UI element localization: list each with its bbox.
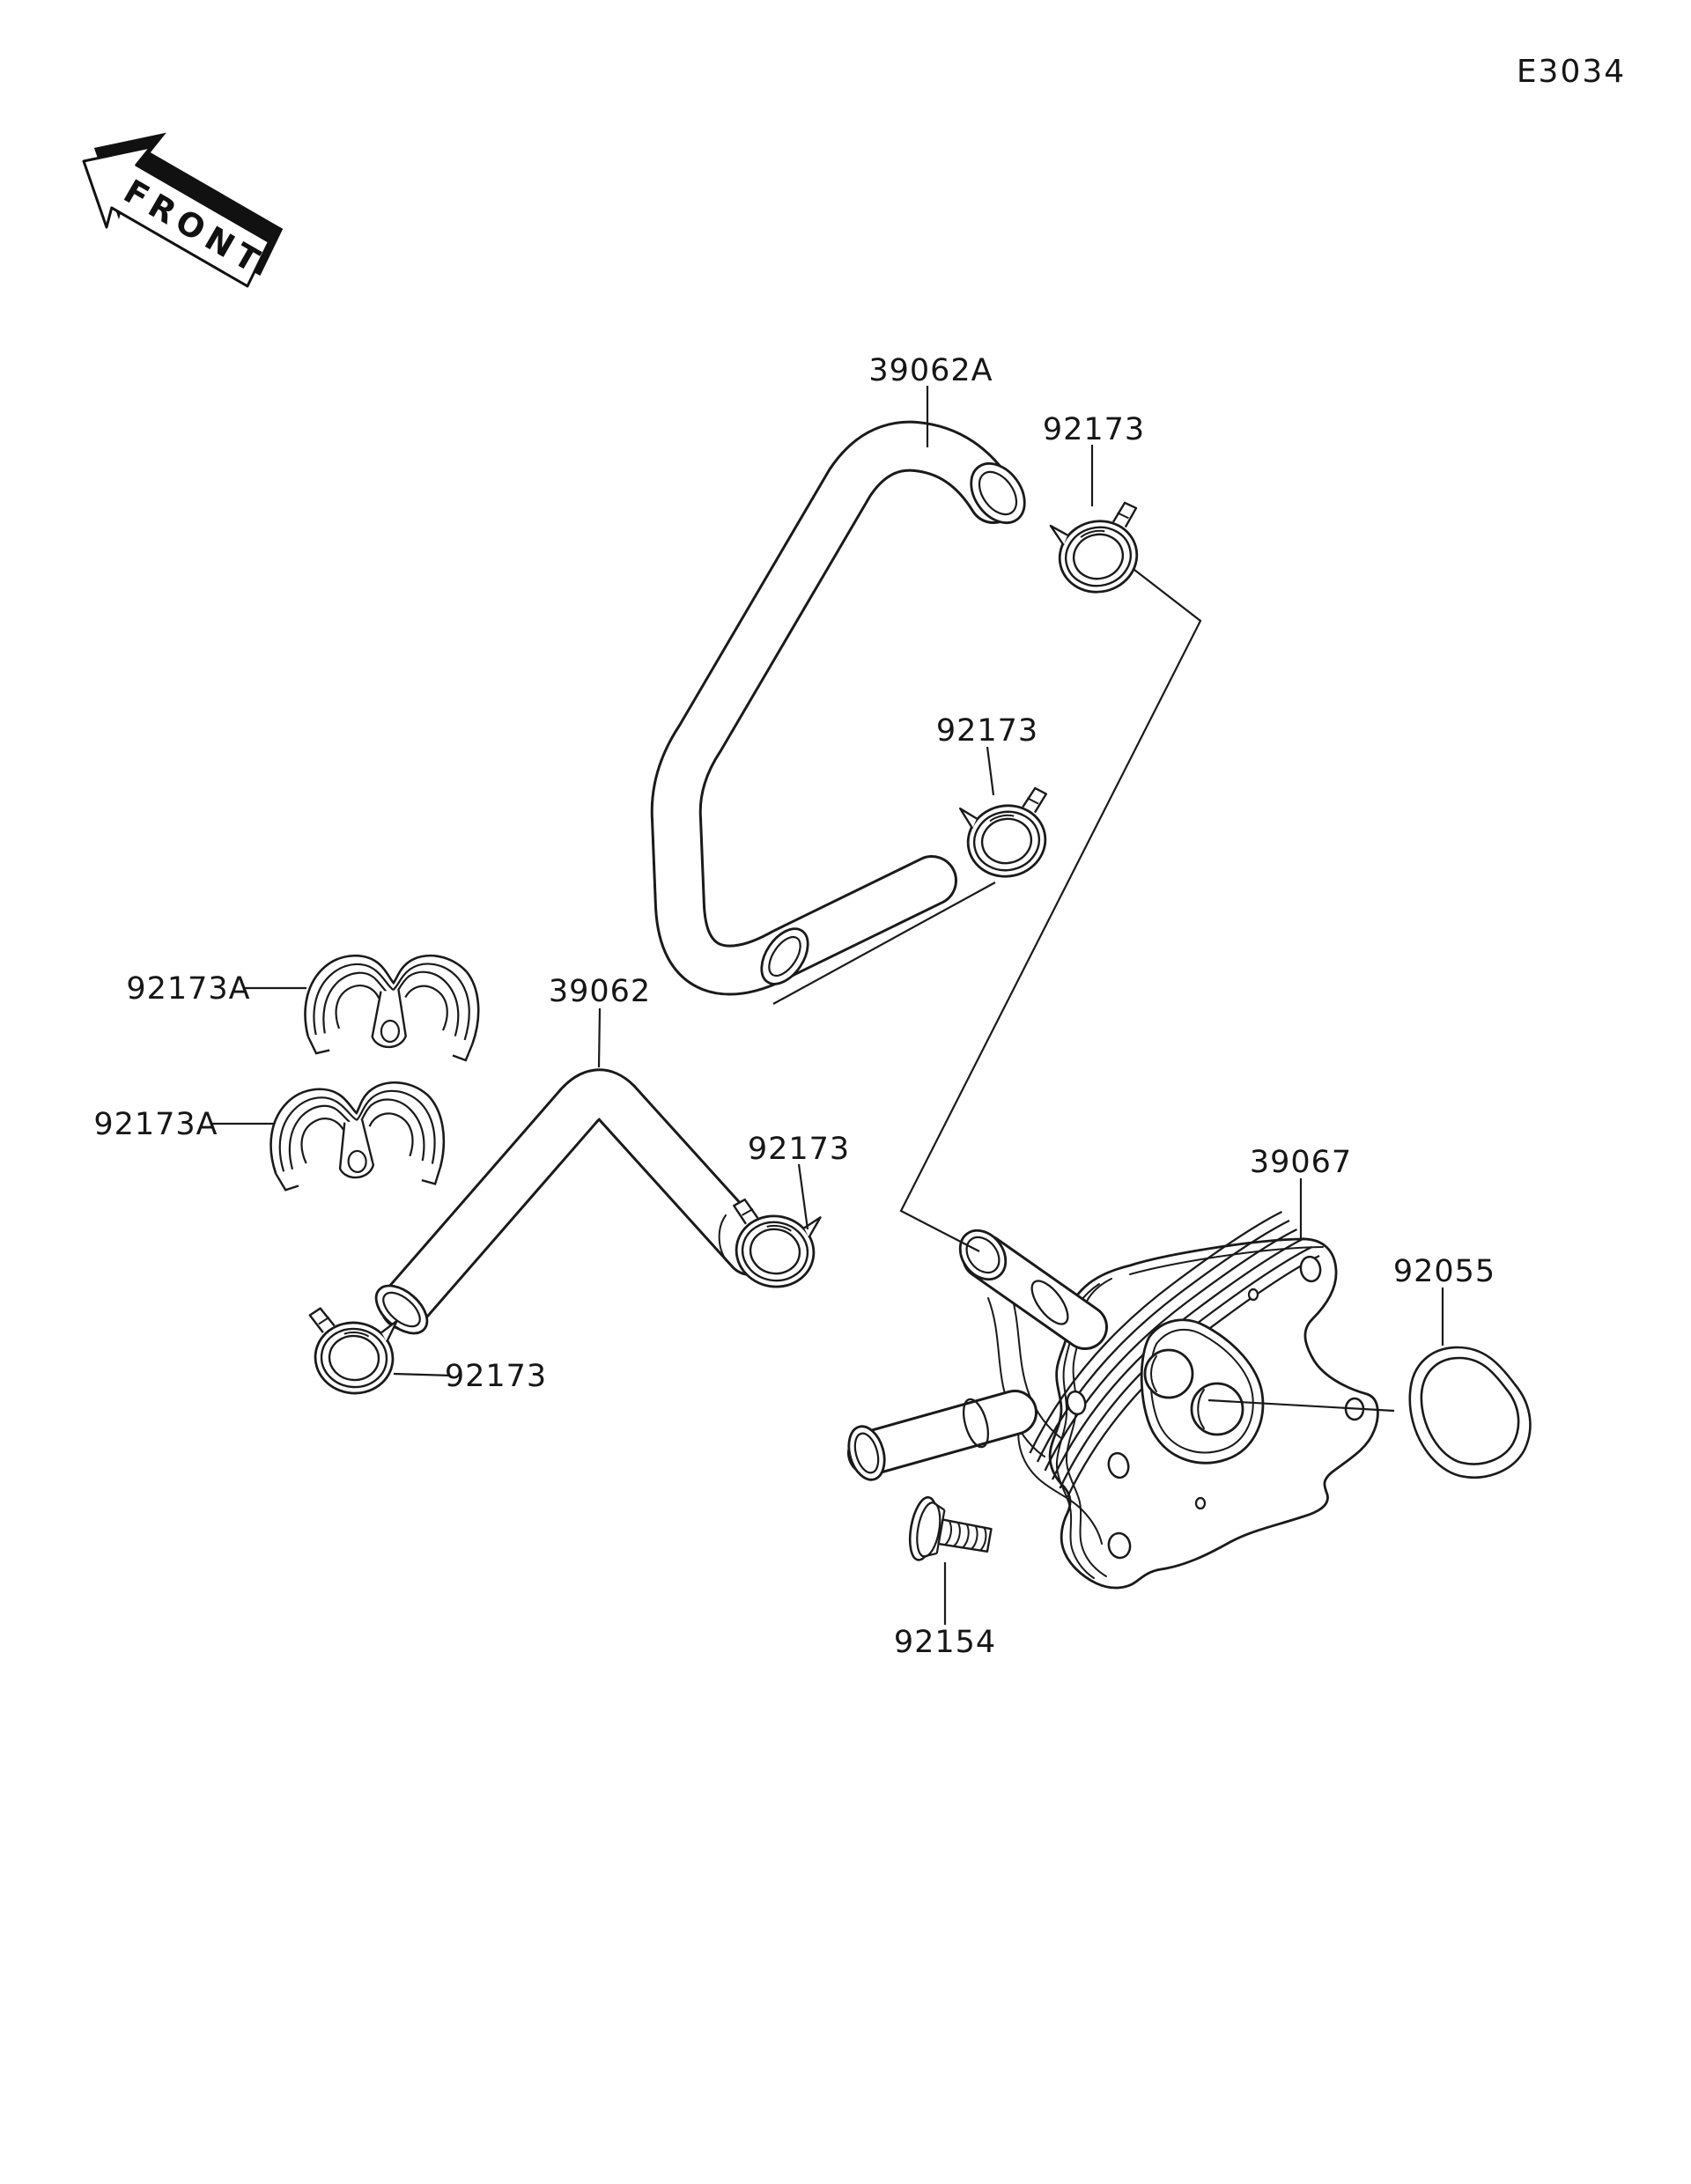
cooler-oil-port-hole [1143, 1348, 1194, 1399]
diagram-code: E3034 [1517, 54, 1626, 90]
leader-line [772, 882, 996, 1005]
oil-cooler-39067-drawing [847, 1210, 1379, 1590]
part-callout-92173: 92173 [899, 412, 1202, 1252]
hose-39062-drawing [374, 1068, 776, 1335]
part-number-label: 92173 [936, 713, 1038, 749]
part-callout-92173: 92173 [748, 1132, 850, 1230]
hose-39062-end-rim [718, 1214, 727, 1262]
cooler-lower-port [847, 1390, 1037, 1481]
part-callout-39062: 39062 [549, 974, 651, 1068]
cooler-plate-top-edge [1129, 1246, 1324, 1275]
hose-clip-92173a [266, 1079, 447, 1194]
oring-position-line [1207, 1398, 1395, 1413]
leader-line [393, 1372, 452, 1377]
hose-clamp-92173 [1048, 498, 1156, 601]
hose-39062a-end-mouth [970, 461, 1026, 525]
hose-clip-92173a [302, 949, 482, 1062]
part-number-label: 92173A [93, 1107, 218, 1142]
cooler-plate-holes [1066, 1255, 1365, 1560]
leader-line [797, 1163, 809, 1230]
cooler-fin-scallop-edge [1017, 1419, 1103, 1545]
cooler-fin-line [1029, 1210, 1283, 1454]
part-number-label: 92055 [1393, 1254, 1495, 1289]
cooler-upper-port [958, 1228, 1108, 1350]
hose-39062-left-mouth [374, 1284, 429, 1335]
part-number-label: 92173A [126, 971, 250, 1007]
hose-39062a-drawing [650, 420, 1026, 996]
part-callout-92173A: 92173A [93, 1107, 275, 1142]
front-arrow-face [82, 145, 270, 288]
part-callout-92173: 92173 [393, 1359, 547, 1394]
part-number-label: 39067 [1250, 1145, 1352, 1180]
part-callout-92173: 92173 [772, 713, 1038, 1005]
bolt-92154-drawing [908, 1495, 993, 1561]
part-callout-92173A: 92173A [126, 971, 306, 1007]
cooler-oil-port-hole [1190, 1382, 1244, 1436]
hose-clamp-92173 [957, 785, 1063, 885]
part-number-label: 92173 [445, 1359, 547, 1394]
leader-line [597, 1007, 602, 1068]
part-number-label: 39062 [549, 974, 651, 1009]
part-number-label: 92154 [894, 1625, 996, 1660]
cooler-fin-left-edge [1008, 1287, 1063, 1440]
part-callout-92154: 92154 [894, 1562, 996, 1660]
front-direction-marker: FRONT [82, 132, 284, 288]
o-ring-92055-drawing [1408, 1346, 1532, 1479]
leader-line [899, 569, 1202, 1252]
leader-line [986, 746, 995, 796]
part-number-label: 39062A [868, 353, 993, 388]
part-callout-39067: 39067 [1250, 1145, 1352, 1238]
part-callout-39062A: 39062A [868, 353, 993, 447]
cooler-center-boss [1140, 1318, 1265, 1465]
part-callout-92055: 92055 [1393, 1254, 1495, 1346]
hose-clamp-92173 [300, 1306, 399, 1398]
part-number-label: 92173 [748, 1132, 850, 1167]
cooler-fin-line [1051, 1236, 1305, 1480]
part-number-label: 92173 [1043, 412, 1145, 447]
hose-39062a-bottom-mouth [760, 927, 809, 985]
callout-layer: 39062A 92173 92173 92173A 92173A 39062 92173 92… [93, 353, 1495, 1660]
